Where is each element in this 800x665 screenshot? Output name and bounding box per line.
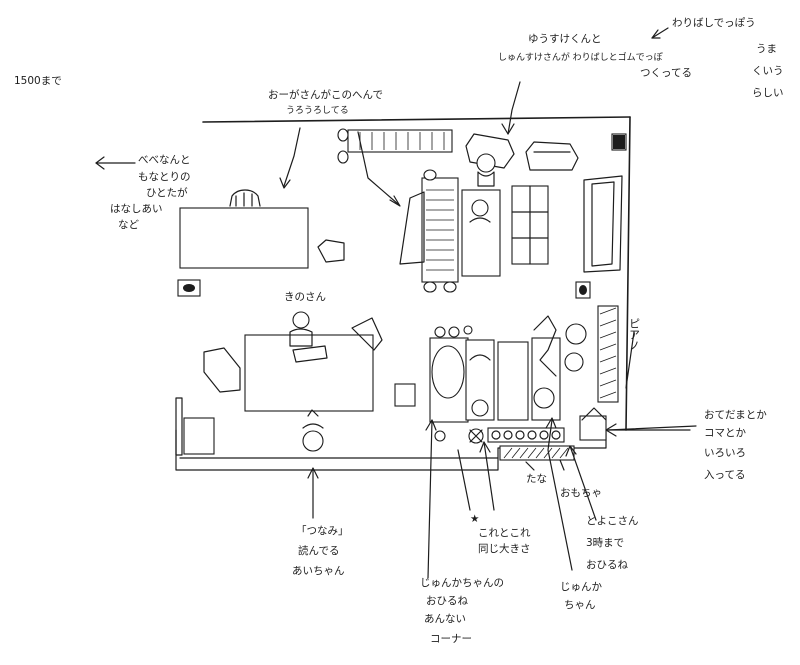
note-reading-2: 読んでる	[298, 544, 339, 557]
note-shelf: たな	[526, 473, 547, 485]
note-top-left: 1500まで	[14, 75, 62, 87]
note-babies-4: はなしあい	[110, 203, 163, 215]
room-walls	[175, 116, 691, 471]
piano	[597, 305, 619, 403]
chair-right-icon	[351, 317, 383, 351]
left-wall-items	[175, 397, 215, 456]
note-nap-1: じゅんかちゃんの	[420, 577, 504, 589]
note-toys-box: おもちゃ	[560, 487, 602, 499]
note-kids-3: つくってる	[640, 67, 692, 79]
note-nap-4: コーナー	[430, 633, 472, 645]
note-toyoko-2: 3時まで	[586, 537, 624, 549]
armchair-icon	[465, 133, 515, 169]
shelf	[499, 445, 575, 461]
stool-icon	[394, 383, 416, 407]
book-icon	[292, 345, 328, 363]
person-ai-chan-icon	[302, 430, 324, 452]
note-kids-1: ゆうすけくんと	[528, 33, 602, 45]
note-kids-2: しゅんすけさんが わりばしとゴムでっぽ	[498, 51, 663, 63]
note-babies-1: べべなんと	[138, 154, 191, 166]
note-toys-4: 入ってる	[704, 469, 745, 481]
note-piano: ピアノ	[628, 318, 641, 351]
left-table	[177, 189, 345, 297]
note-star-2: これとこれ	[478, 527, 531, 539]
person-yusuke-icon	[476, 153, 496, 173]
person-kino-san-icon	[292, 311, 310, 329]
sofa-chair-icon	[525, 141, 579, 171]
labels: 1500まで べべなんと もなとりの ひとたが はなしあい など おーがさんがこ…	[14, 17, 784, 645]
note-gun-1: わりばしでっぽう	[672, 17, 756, 29]
note-babies-2: もなとりの	[138, 171, 191, 183]
note-toys-3: いろいろ	[704, 447, 746, 459]
note-toyoko-1: とよこさん	[586, 515, 639, 527]
note-nap-2: おひるね	[426, 595, 468, 607]
note-gun-3: くいう	[752, 65, 784, 77]
note-babies-5: など	[118, 219, 139, 231]
note-toyoko-3: おひるね	[586, 559, 628, 571]
note-toys-1: おてだまとか	[704, 409, 767, 421]
cushion-icon	[317, 239, 345, 263]
note-reading-1: 「つなみ」	[296, 525, 349, 537]
note-oga-1: おーがさんがこのへんで	[268, 88, 383, 101]
note-junka-1: じゅんか	[560, 581, 602, 593]
note-kino-san: きのさん	[284, 291, 326, 303]
bench	[347, 129, 453, 153]
note-junka-2: ちゃん	[564, 599, 596, 611]
note-star: ★	[470, 513, 479, 525]
person-shunsuke-icon	[471, 199, 489, 217]
note-gun-2: うま	[756, 43, 777, 55]
annotation-arrows	[95, 27, 697, 579]
note-star-3: 同じ大きさ	[478, 542, 531, 555]
toy-box	[579, 415, 607, 441]
note-reading-3: あいちゃん	[292, 565, 345, 577]
center-table	[203, 311, 416, 452]
note-toys-2: コマとか	[704, 427, 746, 439]
top-furniture	[337, 128, 623, 299]
note-oga-2: うろうろしてる	[286, 105, 349, 116]
chair-icon	[229, 189, 261, 207]
sofa-icon	[583, 175, 623, 273]
chair-left-icon	[203, 347, 241, 393]
note-gun-4: らしい	[752, 87, 784, 99]
note-nap-3: あんない	[424, 613, 466, 625]
note-babies-3: ひとたが	[146, 186, 188, 199]
nap-corner	[429, 305, 635, 461]
